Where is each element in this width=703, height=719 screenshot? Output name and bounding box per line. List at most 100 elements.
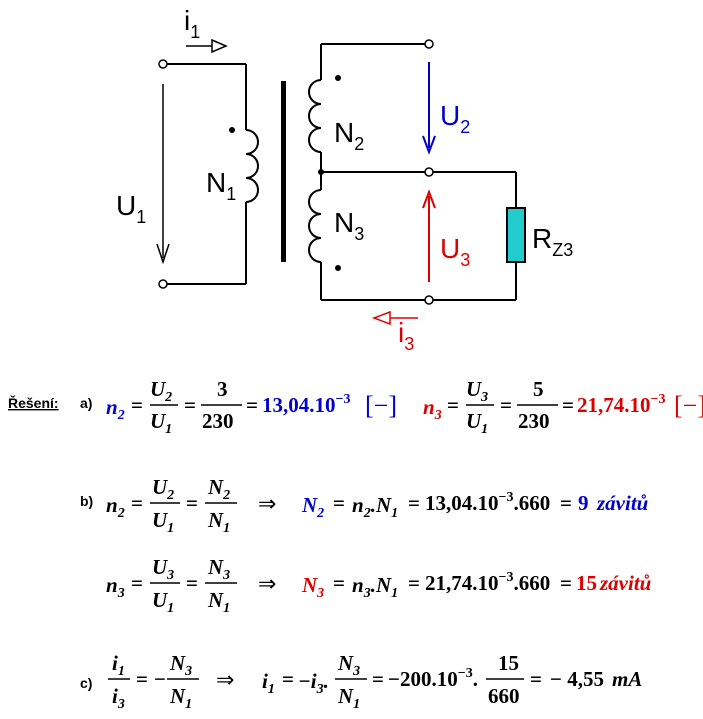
dot-primary	[229, 127, 235, 133]
terminal-middle	[424, 167, 434, 177]
i3-arrow	[371, 310, 418, 326]
svg-text:závitů: závitů	[599, 571, 651, 595]
equation-a2: n3 = U3 U1 = 5 230 = 21,74.10−3 [−]	[423, 377, 703, 437]
terminal-top	[424, 39, 434, 49]
svg-text:N3: N3	[169, 651, 192, 679]
svg-text:U3: U3	[466, 377, 488, 405]
svg-text:i1: i1	[262, 669, 275, 697]
label-i1: i1	[184, 5, 200, 42]
secondary-circuit	[308, 43, 517, 301]
svg-text:U1: U1	[152, 588, 174, 616]
svg-text:21,74.10−3.660: 21,74.10−3.660	[425, 570, 550, 595]
svg-text:U3: U3	[152, 555, 174, 583]
svg-text:230: 230	[202, 409, 234, 433]
svg-text:n2.N1: n2.N1	[352, 493, 398, 521]
svg-text:N2: N2	[207, 475, 230, 503]
svg-text:−i3.: −i3.	[298, 669, 329, 697]
svg-text:3: 3	[217, 377, 228, 401]
svg-text:N3: N3	[301, 573, 324, 601]
svg-text:n2: n2	[106, 493, 125, 521]
svg-text:=: =	[246, 393, 258, 417]
svg-text:n3.N1: n3.N1	[352, 573, 398, 601]
svg-text:=: =	[447, 393, 459, 417]
n2-coil	[308, 79, 322, 153]
svg-text:230: 230	[518, 409, 550, 433]
label-u3: U3	[440, 233, 470, 270]
svg-text:n3: n3	[423, 395, 442, 423]
label-u2: U2	[440, 100, 470, 137]
svg-text:U1: U1	[152, 508, 174, 536]
terminal-bottom	[424, 295, 434, 305]
primary-coil	[245, 129, 259, 203]
svg-text:=: =	[333, 491, 345, 515]
equation-a1: n2 = U2 U1 = 3 230 = 13,04.10−3 [−]	[106, 377, 397, 437]
svg-text:13,04.10−3.660: 13,04.10−3.660	[425, 490, 550, 515]
svg-text:− 4,55: − 4,55	[550, 667, 604, 691]
svg-text:i3: i3	[112, 684, 125, 712]
svg-text:5: 5	[533, 377, 544, 401]
svg-text:=: =	[131, 571, 143, 595]
u3-arrow	[422, 189, 436, 282]
svg-text:U2: U2	[152, 475, 174, 503]
svg-text:N3: N3	[337, 651, 360, 679]
part-b-label: b)	[80, 493, 93, 509]
svg-text:závitů: závitů	[596, 491, 648, 515]
svg-text:=: =	[560, 491, 572, 515]
svg-text:=: =	[500, 393, 512, 417]
svg-text:=: =	[530, 667, 542, 691]
u1-arrow	[156, 84, 170, 265]
label-n1: N1	[206, 167, 236, 204]
svg-text:=: =	[562, 393, 574, 417]
dot-n3	[335, 265, 341, 271]
equation-b1: n2 = U2 U1 = N2 N1 ⇒ N2 = n2.N1 = 13,04.…	[106, 475, 648, 536]
solution-title: Řešení:	[8, 394, 59, 411]
svg-text:N1: N1	[207, 508, 230, 536]
svg-text:=: =	[186, 571, 198, 595]
svg-text:N2: N2	[301, 493, 324, 521]
svg-text:[−]: [−]	[365, 391, 397, 420]
svg-text:−200.10−3.: −200.10−3.	[388, 666, 478, 691]
svg-text:n3: n3	[106, 573, 125, 601]
label-n2: N2	[334, 117, 364, 154]
label-u1: U1	[116, 190, 146, 227]
svg-text:21,74.10−3: 21,74.10−3	[577, 392, 665, 417]
resistor-rz3	[506, 207, 526, 263]
svg-text:=: =	[186, 491, 198, 515]
terminal-primary-top	[158, 59, 168, 69]
svg-text:[−]: [−]	[674, 391, 703, 420]
svg-text:=: =	[282, 667, 294, 691]
equation-b2: n3 = U3 U1 = N3 N1 ⇒ N3 = n3.N1 = 21,74.…	[106, 555, 651, 616]
svg-text:=: =	[560, 571, 572, 595]
terminal-primary-bottom	[158, 279, 168, 289]
i1-arrow	[186, 38, 228, 54]
svg-text:9: 9	[578, 491, 589, 515]
svg-text:13,04.10−3: 13,04.10−3	[262, 392, 350, 417]
equation-c: i1 i3 = − N3 N1 ⇒ i1 = −i3. N3 N1 = −200…	[108, 651, 642, 712]
svg-text:N3: N3	[207, 555, 230, 583]
svg-text:U1: U1	[466, 409, 488, 437]
svg-text:15: 15	[498, 651, 519, 675]
svg-text:=: =	[408, 491, 420, 515]
svg-text:⇒: ⇒	[258, 492, 276, 517]
part-a-label: a)	[80, 395, 92, 411]
svg-text:N1: N1	[207, 588, 230, 616]
svg-text:U2: U2	[150, 377, 172, 405]
svg-text:=: =	[136, 667, 148, 691]
transformer-core	[281, 81, 286, 262]
svg-text:⇒: ⇒	[258, 572, 276, 597]
svg-text:=: =	[131, 491, 143, 515]
primary-circuit	[166, 63, 259, 285]
part-c-label: c)	[80, 675, 92, 691]
junction	[318, 169, 324, 175]
svg-text:n2: n2	[106, 395, 125, 423]
svg-text:⇒: ⇒	[216, 668, 234, 693]
svg-text:U1: U1	[150, 409, 172, 437]
n3-coil	[308, 189, 322, 263]
dot-n2	[335, 75, 341, 81]
svg-text:N1: N1	[337, 684, 360, 712]
svg-text:−: −	[154, 667, 166, 691]
svg-text:=: =	[184, 393, 196, 417]
svg-text:mA: mA	[612, 667, 642, 691]
label-i3: i3	[398, 317, 414, 354]
